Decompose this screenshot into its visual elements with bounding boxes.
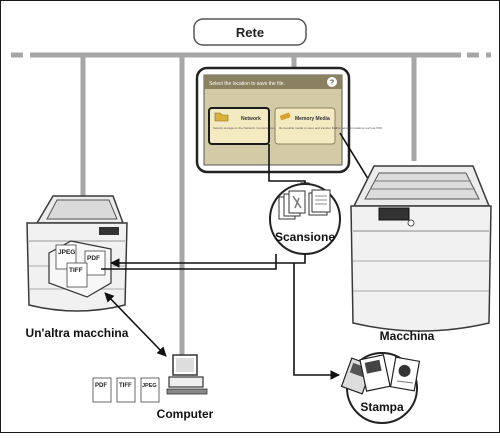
network-label-box: Rete xyxy=(193,18,307,46)
computer-file-jpeg: JPEG xyxy=(140,377,160,403)
folder-icon xyxy=(214,112,229,122)
computer-file-icons: PDF TIFF JPEG xyxy=(92,377,160,403)
computer-label: Computer xyxy=(157,407,214,421)
machine-label: Macchina xyxy=(380,329,435,343)
other-machine-computer-arrow xyxy=(104,292,167,357)
scan-to-other-machine-arrow xyxy=(110,254,306,268)
save-location-screen: Select the location to save the file. ? … xyxy=(195,66,383,174)
help-icon[interactable] xyxy=(327,77,337,87)
machine-control-panel xyxy=(378,207,410,221)
other-machine-label: Un'altra macchina xyxy=(26,326,129,340)
machine-share-link xyxy=(101,254,277,270)
computer-file-tiff: TIFF xyxy=(116,377,136,403)
svg-text:?: ? xyxy=(330,80,334,87)
file-tiff: TIFF xyxy=(66,262,88,288)
file-pdf: PDF xyxy=(84,250,106,276)
keyboard-icon xyxy=(166,388,208,395)
computer-node: Computer xyxy=(157,354,214,421)
file-format-label: JPEG xyxy=(58,249,75,256)
file-format-label: PDF xyxy=(87,255,100,262)
memory-button-label: Memory Media xyxy=(295,116,330,122)
memory-button-description: Removable media to store and transfer fi… xyxy=(279,126,383,130)
memory-media-button[interactable]: Memory Media Removable media to store an… xyxy=(274,107,383,145)
computer-file-label: PDF xyxy=(95,383,107,389)
print-label: Stampa xyxy=(360,400,404,414)
usb-stick-icon xyxy=(279,112,291,121)
network-bus xyxy=(11,52,491,361)
scan-label: Scansione xyxy=(275,230,335,244)
scan-to-print-arrow xyxy=(293,263,340,380)
print-node: Stampa xyxy=(340,352,421,424)
file-format-stack: JPEG PDF TIFF xyxy=(48,240,112,298)
computer-file-label: JPEG xyxy=(142,383,157,389)
computer-base-icon xyxy=(168,376,204,388)
network-button-label: Network xyxy=(241,116,261,122)
scanned-pages-icon xyxy=(278,189,331,220)
file-format-label: TIFF xyxy=(69,267,83,274)
computer-file-label: TIFF xyxy=(119,383,132,389)
printed-pages-icon xyxy=(340,354,421,395)
machine-device: Macchina xyxy=(350,165,492,343)
computer-file-pdf: PDF xyxy=(92,377,112,403)
scan-node: Scansione xyxy=(269,183,341,255)
screen-header: Select the location to save the file. xyxy=(209,81,285,87)
network-label: Rete xyxy=(236,25,264,40)
